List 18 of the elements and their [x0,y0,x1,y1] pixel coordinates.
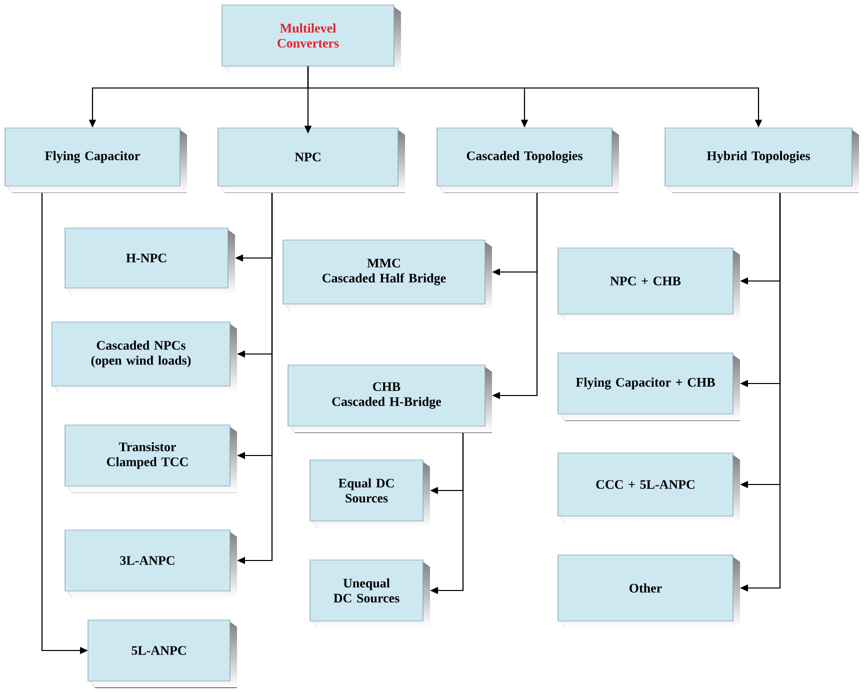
process-box: Cascaded NPCs (open wind loads) [52,322,237,393]
process-box: NPC + CHB [558,248,740,321]
process-box: Equal DC Sources [310,460,430,528]
process-box: Cascaded Topologies [436,128,619,193]
process-box: 3L-ANPC [64,530,237,598]
process-box: Flying Capacitor [4,128,187,193]
process-box: H-NPC [64,228,235,295]
process-box: Hybrid Topologies [664,128,859,193]
process-box: Unequal DC Sources [310,560,430,628]
process-box: Flying Capacitor + CHB [558,352,740,421]
process-box: Multilevel Converters [222,4,401,73]
process-box: CHB Cascaded H-Bridge [288,364,492,433]
process-box: CCC + 5L-ANPC [558,452,740,523]
process-box: Other [558,554,740,628]
process-box: MMC Cascaded Half Bridge [282,240,492,311]
process-box: 5L-ANPC [88,620,237,688]
process-box: Transistor Clamped TCC [64,424,237,493]
process-box: NPC [218,128,405,193]
